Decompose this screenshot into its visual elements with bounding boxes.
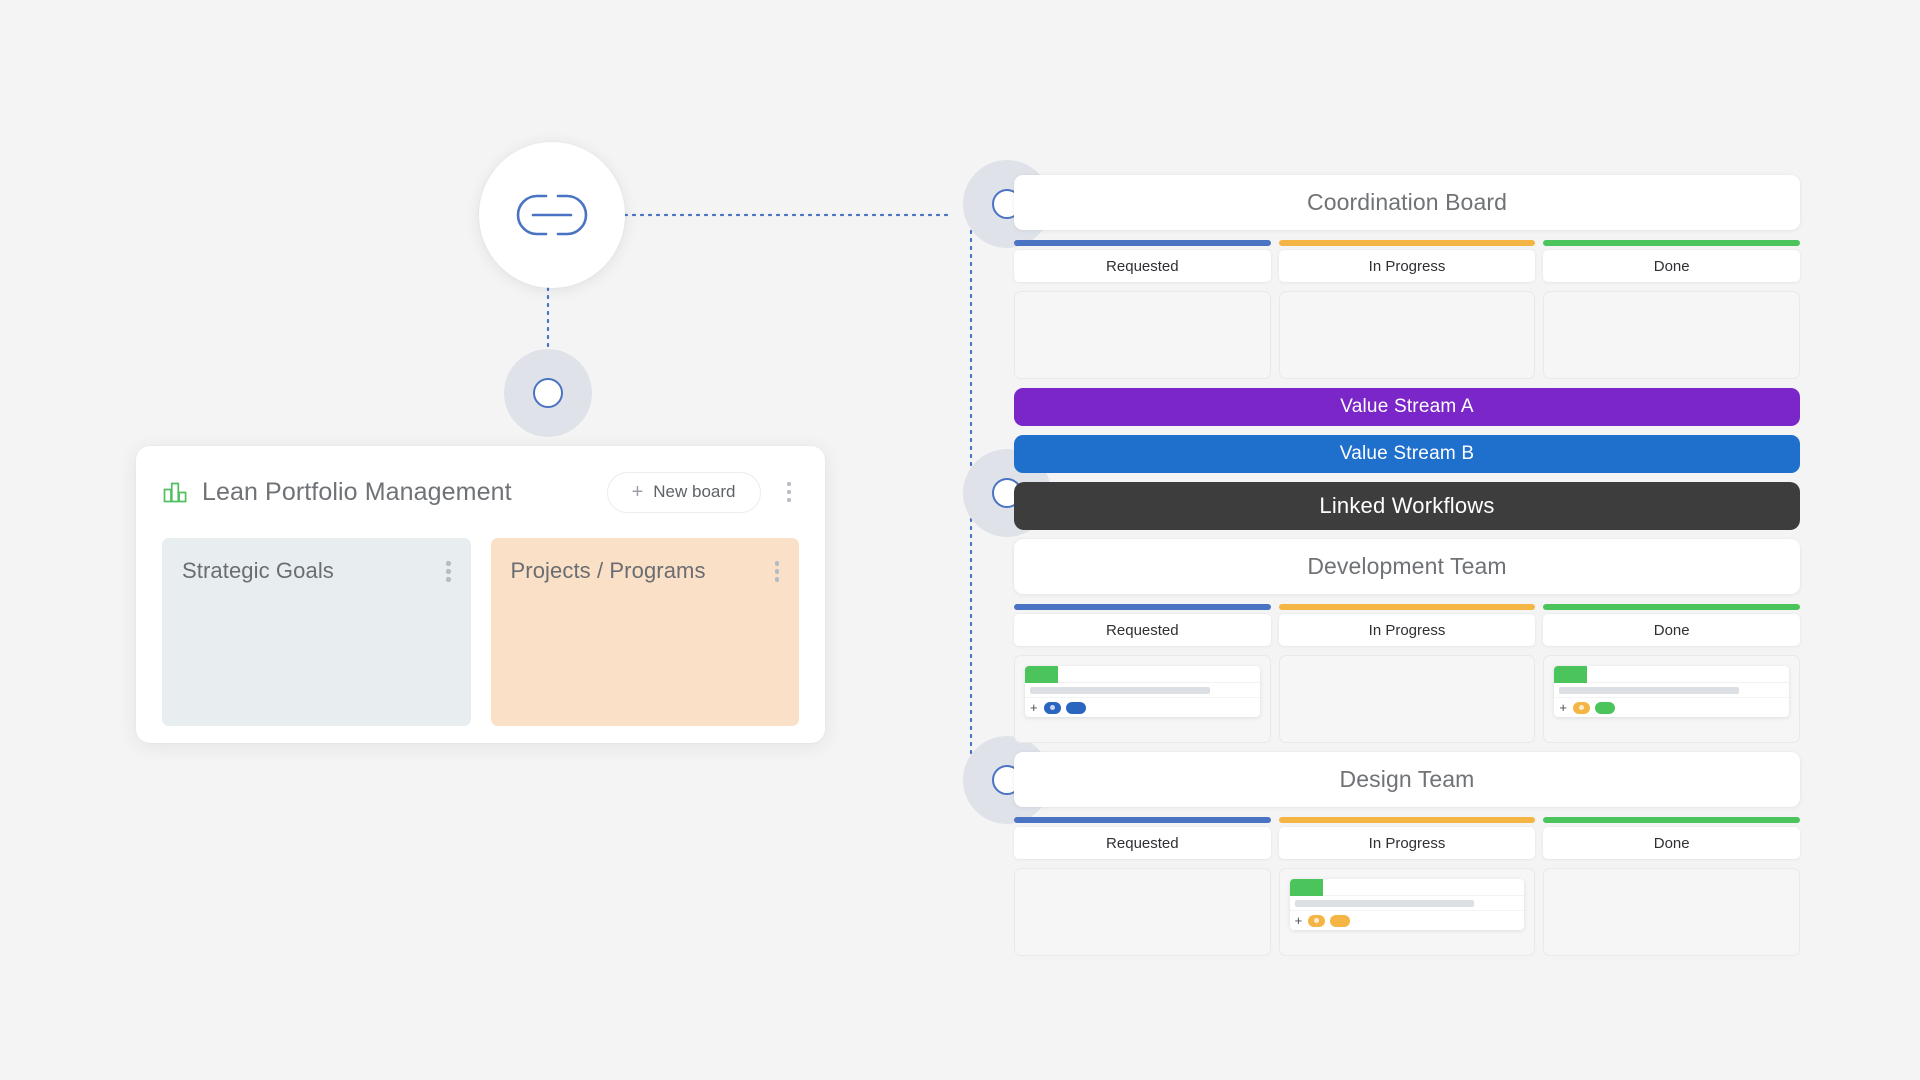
- column-header-done[interactable]: Done: [1543, 827, 1801, 859]
- card-label-strip: [1554, 666, 1790, 683]
- column-header-done[interactable]: Done: [1543, 614, 1801, 646]
- card-tag-pill[interactable]: [1065, 701, 1086, 714]
- portfolio-column-title: Projects / Programs: [510, 558, 706, 583]
- card-title-placeholder: [1025, 683, 1260, 698]
- add-new-board-button[interactable]: + New board: [606, 471, 761, 513]
- column-color-bar: [1014, 817, 1271, 823]
- card-color-label: [1554, 666, 1588, 683]
- card-tag-pill[interactable]: [1043, 701, 1061, 714]
- board-card[interactable]: +: [1025, 666, 1260, 717]
- board-lane[interactable]: [1278, 655, 1536, 743]
- board-lane[interactable]: [1014, 868, 1271, 956]
- portfolio-column-2[interactable]: Projects / Programs: [490, 538, 799, 726]
- board-lane[interactable]: [1278, 291, 1536, 379]
- card-color-label: [1289, 879, 1323, 896]
- portfolio-column-title: Strategic Goals: [182, 558, 334, 583]
- column-color-bar: [1278, 240, 1536, 246]
- board-lanes: [1014, 291, 1801, 379]
- card-label-strip: [1289, 879, 1525, 896]
- board-title[interactable]: Development Team: [1014, 539, 1800, 594]
- connector-node-portfolio[interactable]: [504, 349, 592, 437]
- banner-linked-workflows[interactable]: Linked Workflows: [1014, 482, 1800, 530]
- banner-value-stream-a[interactable]: Value Stream A: [1014, 388, 1800, 426]
- card-tag-pill[interactable]: [1594, 701, 1615, 714]
- column-color-bar: [1278, 817, 1536, 823]
- column-header-requested[interactable]: Requested: [1014, 827, 1271, 859]
- column-color-bar: [1014, 604, 1271, 610]
- board-card[interactable]: +: [1289, 879, 1525, 930]
- linked-boards-hub-node[interactable]: [479, 142, 625, 288]
- board-lanes: +: [1014, 868, 1801, 956]
- card-footer: +: [1554, 698, 1789, 717]
- plus-icon: +: [631, 481, 644, 503]
- column-color-bar: [1543, 817, 1801, 823]
- card-label-strip: [1025, 666, 1260, 683]
- portfolio-column-kebab-menu-icon[interactable]: [774, 558, 779, 582]
- board-lanes: ++: [1014, 655, 1801, 743]
- banner-value-stream-b[interactable]: Value Stream B: [1014, 435, 1800, 473]
- card-footer: +: [1290, 911, 1525, 930]
- board-lane[interactable]: +: [1543, 655, 1801, 743]
- column-header-done[interactable]: Done: [1543, 250, 1801, 282]
- board-lane[interactable]: [1014, 291, 1271, 379]
- board-lane[interactable]: [1543, 868, 1801, 956]
- card-tag-pill[interactable]: [1572, 701, 1590, 714]
- column-color-bar: [1014, 240, 1271, 246]
- board-title[interactable]: Coordination Board: [1014, 175, 1800, 230]
- column-color-bar: [1543, 604, 1801, 610]
- card-title-placeholder: [1554, 683, 1790, 698]
- column-color-bars: [1014, 240, 1801, 246]
- column-color-bar: [1278, 604, 1536, 610]
- column-header-requested[interactable]: Requested: [1014, 614, 1271, 646]
- panel-kebab-menu-icon[interactable]: [779, 478, 800, 507]
- card-add-icon[interactable]: +: [1294, 913, 1303, 928]
- bar-chart-icon: [162, 479, 188, 505]
- portfolio-column-1[interactable]: Strategic Goals: [162, 538, 471, 726]
- column-color-bars: [1014, 604, 1801, 610]
- panel-header: Lean Portfolio Management + New board: [162, 468, 799, 516]
- card-add-icon[interactable]: +: [1559, 700, 1567, 715]
- node-pin-icon: [533, 378, 563, 408]
- board-lane[interactable]: +: [1014, 655, 1271, 743]
- lean-portfolio-management-panel: Lean Portfolio Management + New board St…: [136, 446, 825, 743]
- add-new-board-label: New board: [653, 482, 736, 501]
- page-title: Lean Portfolio Management: [202, 477, 512, 506]
- column-header-in-progress[interactable]: In Progress: [1278, 250, 1536, 282]
- column-header-in-progress[interactable]: In Progress: [1278, 614, 1536, 646]
- card-title-placeholder: [1289, 896, 1525, 911]
- card-color-label: [1025, 666, 1058, 683]
- board-title[interactable]: Design Team: [1014, 752, 1800, 807]
- board-card[interactable]: +: [1554, 666, 1790, 717]
- column-color-bars: [1014, 817, 1801, 823]
- column-header-in-progress[interactable]: In Progress: [1278, 827, 1536, 859]
- card-footer: +: [1025, 698, 1260, 717]
- link-icon: [516, 187, 588, 243]
- board-lane[interactable]: [1543, 291, 1801, 379]
- card-tag-pill[interactable]: [1330, 914, 1351, 927]
- board-lane[interactable]: +: [1278, 868, 1536, 956]
- column-header-requested[interactable]: Requested: [1014, 250, 1271, 282]
- portfolio-column-kebab-menu-icon[interactable]: [446, 558, 451, 582]
- card-add-icon[interactable]: +: [1030, 700, 1038, 715]
- column-color-bar: [1543, 240, 1801, 246]
- card-tag-pill[interactable]: [1308, 914, 1326, 927]
- portfolio-columns: Strategic Goals Projects / Programs: [162, 538, 799, 726]
